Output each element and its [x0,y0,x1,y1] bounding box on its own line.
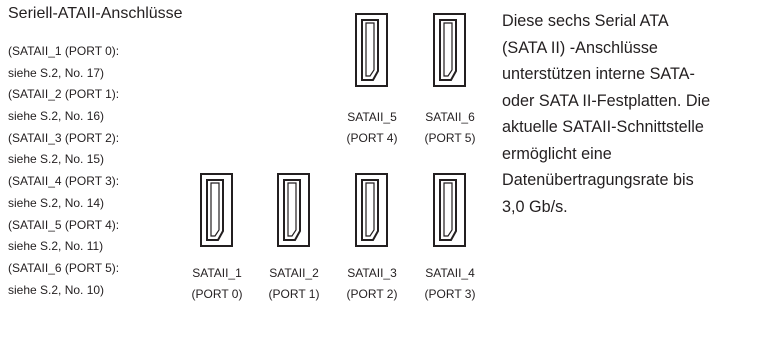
description-line: aktuelle SATAII-Schnittstelle [502,118,704,136]
description-line: (SATA II) -Anschlüsse [502,38,658,57]
connector-port: (PORT 5) [424,131,476,145]
connector-label-sataii-1: SATAII_1 (PORT 0) [181,263,253,305]
connector-label-sataii-4: SATAII_4 (PORT 3) [414,263,486,305]
port-reference-line: (SATAII_5 (PORT 4): [8,217,120,232]
description-line: Datenübertragungsrate bis [502,171,694,189]
connector-port: (PORT 0) [191,287,243,301]
port-reference-line: (SATAII_6 (PORT 5): [8,260,120,275]
connector-name: SATAII_5 [347,110,397,124]
sata-connector-icon [200,173,233,247]
port-reference-list: (SATAII_1 (PORT 0): siehe S.2, No. 17) (… [8,41,119,301]
description-paragraph: Diese sechs Serial ATA (SATA II) -Anschl… [502,8,772,220]
description-line: Diese sechs Serial ATA [502,12,669,30]
port-reference-line: siehe S.2, No. 17) [8,65,105,80]
description-line: 3,0 Gb/s. [502,197,568,216]
port-reference-line: (SATAII_3 (PORT 2): [8,130,120,145]
connector-name: SATAII_1 [192,266,242,280]
connector-port: (PORT 3) [424,287,476,301]
sata-connector-icon [433,13,466,87]
connector-label-sataii-6: SATAII_6 (PORT 5) [414,107,486,149]
connector-port: (PORT 1) [268,287,320,301]
description-line: unterstützen interne SATA- [502,65,695,83]
port-reference-line: siehe S.2, No. 16) [8,109,105,124]
connector-port: (PORT 2) [346,287,398,301]
port-reference-line: (SATAII_4 (PORT 3): [8,174,120,189]
sata-connector-icon [355,173,388,247]
sata-connector-icon [277,173,310,247]
port-reference-line: (SATAII_2 (PORT 1): [8,87,120,102]
connector-name: SATAII_3 [347,266,397,280]
connector-label-sataii-3: SATAII_3 (PORT 2) [336,263,408,305]
port-reference-line: (SATAII_1 (PORT 0): [8,44,120,58]
port-reference-line: siehe S.2, No. 15) [8,152,105,167]
sata-connector-icon [355,13,388,87]
connector-name: SATAII_6 [425,110,475,124]
description-line: ermöglicht eine [502,144,612,163]
connector-port: (PORT 4) [346,131,398,145]
page-title: Seriell-ATAII-Anschlüsse [8,5,183,22]
connector-name: SATAII_4 [425,266,475,280]
port-reference-line: siehe S.2, No. 11) [8,239,104,254]
connector-label-sataii-2: SATAII_2 (PORT 1) [258,263,330,305]
port-reference-line: siehe S.2, No. 14) [8,195,105,210]
connector-label-sataii-5: SATAII_5 (PORT 4) [336,107,408,149]
sata-connector-icon [433,173,466,247]
connector-name: SATAII_2 [269,266,319,280]
description-line: oder SATA II-Festplatten. Die [502,91,711,110]
port-reference-line: siehe S.2, No. 10) [8,282,105,297]
